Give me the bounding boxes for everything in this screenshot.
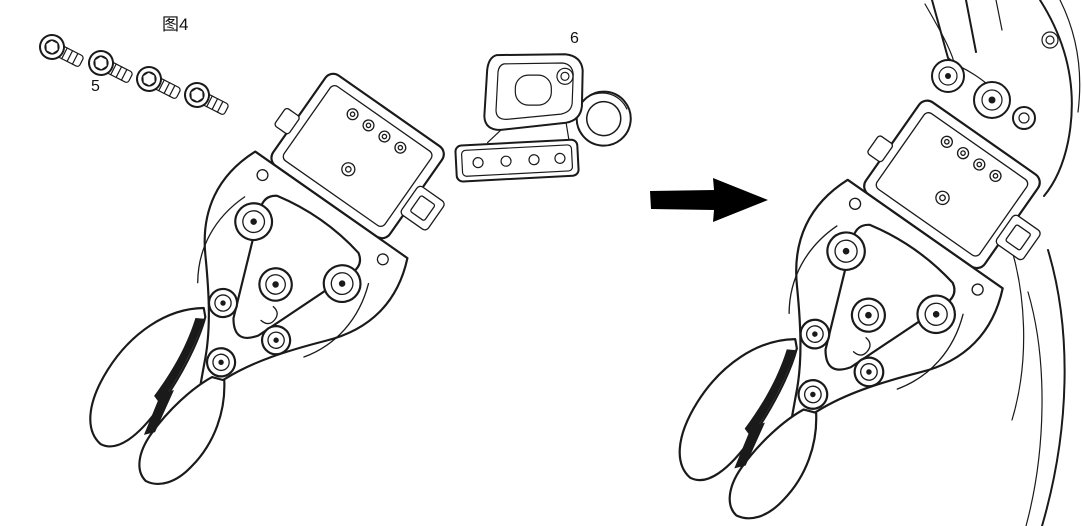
gripper-assembled	[644, 81, 1077, 526]
part-label-screws: 5	[91, 78, 100, 95]
robot-arm	[924, 0, 1081, 526]
assembly-arrow	[650, 178, 768, 222]
gripper-detached	[55, 54, 480, 526]
figure-label: 图4	[162, 15, 189, 34]
screw-set	[34, 29, 233, 122]
screw-icon	[34, 29, 88, 74]
bracket-detached	[450, 42, 638, 201]
screw-icon	[131, 61, 185, 106]
part-label-bracket: 6	[570, 30, 579, 47]
screw-icon	[179, 77, 233, 122]
